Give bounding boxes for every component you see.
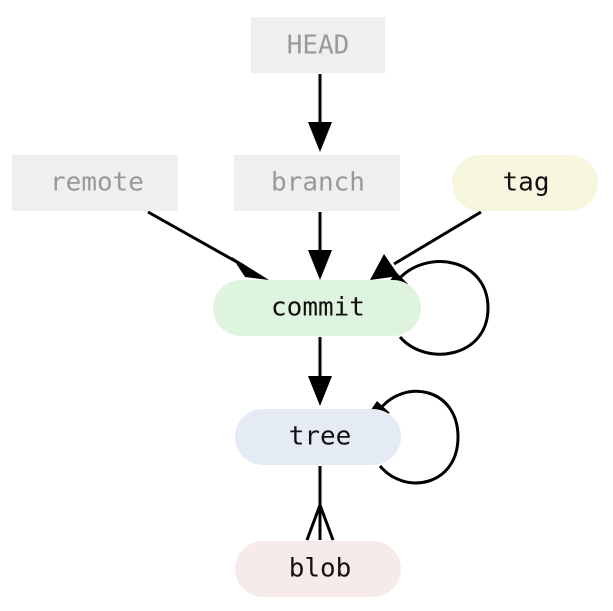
node-remote: remote (12, 155, 178, 211)
node-branch-label: branch (271, 168, 365, 198)
arrowhead-head-branch (308, 122, 332, 152)
node-tag-box (452, 155, 598, 211)
arrowhead-commit-tree (308, 376, 332, 406)
node-commit-box (213, 280, 421, 336)
node-tree: tree (235, 409, 401, 465)
node-tag: tag (452, 155, 598, 211)
node-tag-label: tag (503, 168, 550, 198)
crows-foot-tree-blob (305, 504, 335, 541)
arrowhead-remote-commit (232, 257, 269, 280)
node-branch-box (234, 155, 400, 211)
node-remote-box (12, 155, 178, 211)
node-head-label: HEAD (287, 31, 350, 61)
arrowhead-tag-commit (370, 254, 399, 280)
node-commit-label: commit (271, 293, 365, 323)
edge-remote-commit (147, 210, 245, 268)
edge-tree-self-loop (378, 389, 460, 485)
edge-commit-self-loop (396, 260, 490, 356)
node-remote-label: remote (50, 168, 144, 198)
node-tree-box (235, 409, 401, 465)
node-head-box (251, 17, 385, 73)
node-blob: blob (235, 541, 401, 597)
node-tree-label: tree (289, 422, 352, 452)
node-commit: commit (213, 280, 421, 336)
node-blob-label: blob (289, 554, 352, 584)
node-head: HEAD (251, 17, 385, 73)
arrowhead-branch-commit (308, 250, 332, 280)
node-blob-box (235, 541, 401, 597)
node-branch: branch (234, 155, 400, 211)
edge-tag-commit (393, 210, 482, 266)
